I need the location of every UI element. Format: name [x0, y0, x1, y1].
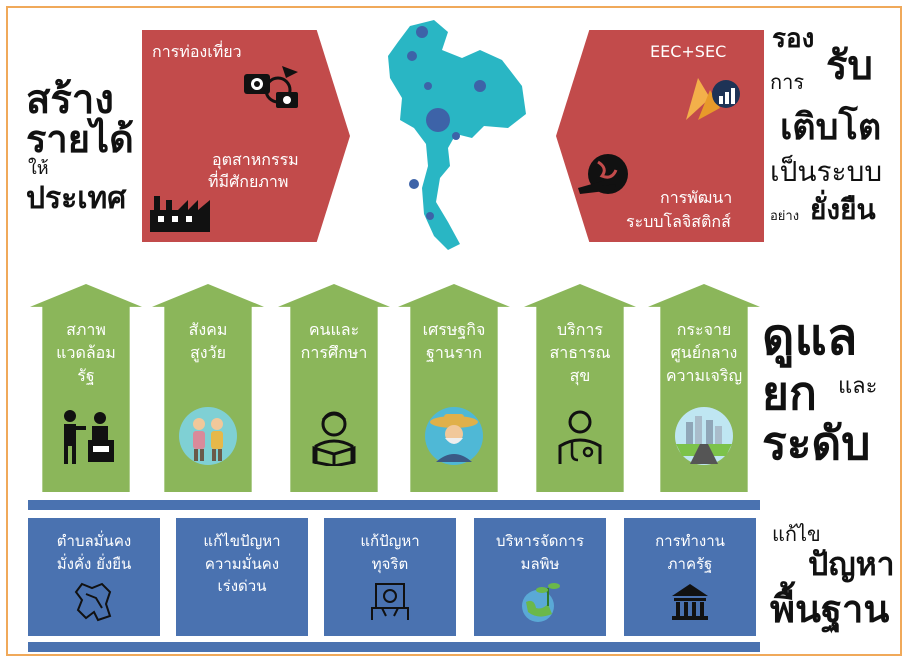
pillar-label: เศรษฐกิจฐานราก [422, 320, 486, 363]
tourism-icon [242, 62, 302, 110]
factory-icon [148, 192, 212, 234]
pillar-aging-society: สังคมสูงวัย [152, 284, 264, 492]
eec-logistics-hexagon [556, 30, 764, 242]
left-heading-line3: ให้ [28, 158, 49, 179]
middle-heading-word1: ดูแล [762, 308, 858, 366]
eec-sec-label: EEC+SEC [650, 42, 727, 61]
farmer-icon [424, 406, 484, 466]
right-heading-word2: การ [770, 70, 805, 94]
city-road-icon [674, 406, 734, 466]
foundation-label: แก้ไขปัญหาความมั่นคงเร่งด่วน [203, 532, 281, 595]
pillar-public-health: บริการสาธารณสุข [524, 284, 636, 492]
pillar-label: กระจายศูนย์กลางความเจริญ [665, 320, 743, 386]
bribery-icon [368, 580, 412, 624]
pillar-arrow [30, 284, 142, 492]
pillar-people-education: คนและการศึกษา [278, 284, 390, 492]
left-heading-line2: รายได้ [26, 117, 134, 161]
industry-label-1: อุตสาหกรรม [212, 150, 299, 169]
foundation-government-work: การทำงานภาครัฐ [624, 518, 756, 636]
middle-heading-word4: ระดับ [762, 416, 871, 470]
pillar-grassroots-economy: เศรษฐกิจฐานราก [398, 284, 510, 492]
foundation-urgent-security: แก้ไขปัญหาความมั่นคงเร่งด่วน [176, 518, 308, 636]
foundation-label: บริหารจัดการมลพิษ [495, 532, 585, 573]
foundation-label: การทำงานภาครัฐ [655, 532, 725, 573]
pillar-arrow [524, 284, 636, 492]
logistics-label-2: ระบบโลจิสติกส์ [626, 212, 731, 231]
middle-heading-word2: ยก [762, 366, 817, 420]
officials-icon [56, 406, 116, 466]
pillar-label: คนและการศึกษา [300, 320, 368, 363]
right-heading-word1: รอง [772, 24, 815, 54]
globe-plane-icon [576, 150, 634, 198]
tourism-label: การท่องเที่ยว [152, 42, 242, 61]
bottom-heading-word3: พื้นฐาน [770, 587, 890, 631]
tourism-industry-hexagon [142, 30, 350, 242]
pillar-state-environment: สภาพแวดล้อมรัฐ [30, 284, 142, 492]
foundation-label: แก้ปัญหาทุจริต [360, 532, 420, 573]
foundation-stable-subdistrict: ตำบลมั่นคงมั่งคั่ง ยั่งยืน [28, 518, 160, 636]
foundation-label: ตำบลมั่นคงมั่งคั่ง ยั่งยืน [56, 532, 132, 573]
left-heading-line1: สร้าง [26, 77, 114, 123]
government-building-icon [668, 580, 712, 624]
foundation-bottom-bar [28, 642, 760, 652]
eec-chart-icon [680, 68, 744, 124]
pillar-label: สังคมสูงวัย [188, 320, 228, 363]
foundation-top-bar [28, 500, 760, 510]
left-heading-line4: ประเทศ [26, 181, 127, 216]
student-reading-icon [304, 406, 364, 468]
pillar-label: สภาพแวดล้อมรัฐ [56, 320, 116, 386]
right-heading-word7: ยั่งยืน [810, 193, 876, 226]
right-heading-word3: รับ [826, 43, 873, 89]
thailand-map [376, 16, 532, 254]
pillar-label: บริการสาธารณสุข [549, 320, 611, 386]
foundation-anti-corruption: แก้ปัญหาทุจริต [324, 518, 456, 636]
pillar-distribute-prosperity: กระจายศูนย์กลางความเจริญ [648, 284, 760, 492]
right-heading-word6: อย่าง [770, 209, 800, 224]
logistics-label-1: การพัฒนา [660, 188, 733, 207]
earth-plant-icon [518, 580, 562, 624]
bottom-heading-word2: ปัญหา [808, 545, 895, 583]
bottom-heading-word1: แก้ไข [772, 522, 821, 546]
right-heading-word4: เติบโต [780, 107, 882, 148]
industry-label-2: ที่มีศักยภาพ [208, 172, 289, 191]
middle-heading-word3: และ [838, 374, 878, 399]
elderly-couple-icon [178, 406, 238, 466]
foundation-pollution-management: บริหารจัดการมลพิษ [474, 518, 606, 636]
right-heading-word5: เป็นระบบ [770, 155, 883, 188]
map-icon [72, 580, 116, 624]
diagram-frame [6, 6, 902, 656]
doctor-icon [550, 406, 610, 466]
